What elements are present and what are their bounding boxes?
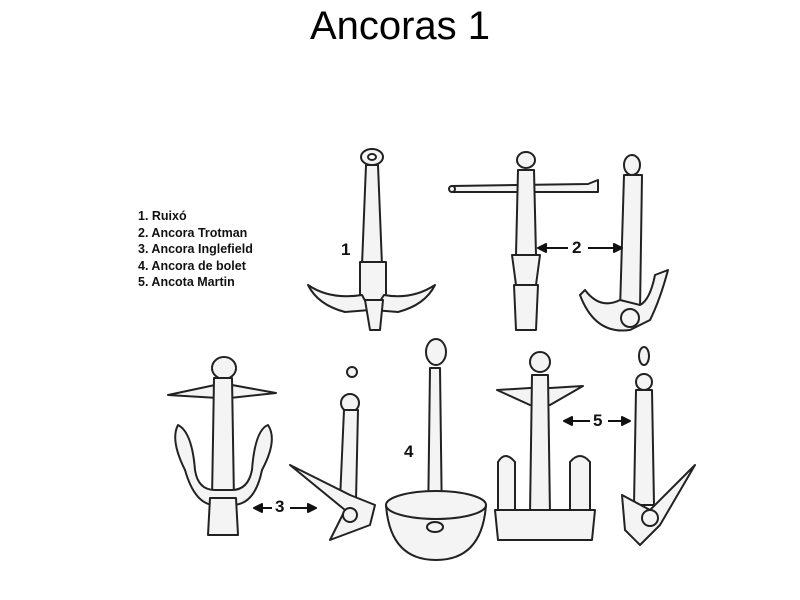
legend-item: 3. Ancora Inglefield	[138, 242, 253, 256]
figure-label-4: 4	[404, 442, 414, 461]
grapnel-anchor-drawing	[307, 148, 436, 331]
legend-item: 1. Ruixó	[138, 209, 187, 223]
figure-label-1: 1	[341, 240, 351, 259]
figure-label-3: 3	[275, 497, 285, 516]
trotman-anchor-side-drawing	[579, 154, 669, 332]
inglefield-anchor-side-drawing	[289, 366, 376, 541]
arrows	[253, 243, 631, 513]
figure-label-5: 5	[593, 411, 603, 430]
martin-anchor-side-drawing	[621, 346, 696, 546]
slide-title: Ancoras 1	[309, 4, 491, 48]
anchor-legend: 1. Ruixó 2. Ancora Trotman 3. Ancora Ing…	[138, 208, 253, 291]
inglefield-anchor-front-drawing	[167, 356, 277, 536]
legend-item: 5. Ancota Martin	[138, 275, 235, 289]
legend-item: 4. Ancora de bolet	[138, 258, 246, 273]
trotman-anchor-stock-drawing	[448, 151, 599, 331]
mushroom-anchor-drawing	[385, 338, 487, 561]
legend-item: 2. Ancora Trotman	[138, 225, 248, 240]
martin-anchor-front-drawing	[494, 351, 596, 541]
figure-label-2: 2	[572, 238, 582, 257]
